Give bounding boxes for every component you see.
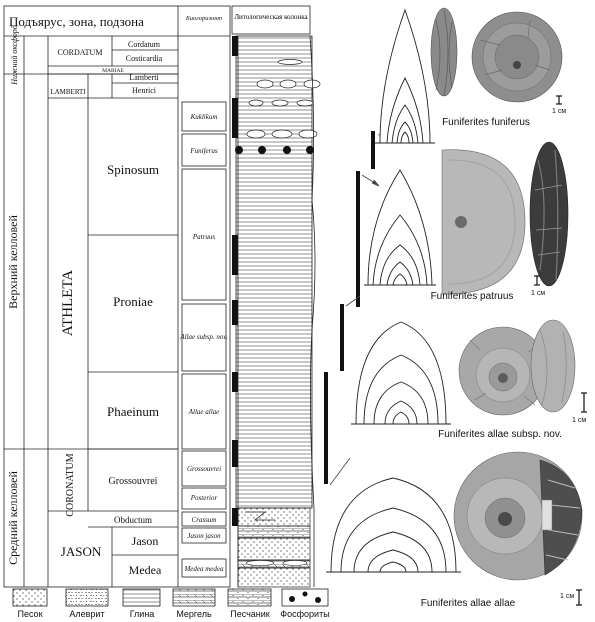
bio-jason-jason: Jason jason — [187, 532, 221, 540]
zone-cordatum: CORDATUM — [58, 48, 103, 57]
scale-label-allae-allae: 1 см — [560, 593, 574, 600]
whorl-section-allae-nov — [351, 322, 451, 424]
legend-clay: Глина — [130, 609, 155, 619]
range-bars — [324, 131, 375, 484]
legend-sand: Песок — [17, 609, 42, 619]
legend-marl: Мергель — [176, 609, 212, 619]
bio-crassum: Crassum — [192, 516, 217, 524]
subzone-costicardia: Costicardia — [126, 54, 163, 63]
legend-sandstone: Песчаник — [230, 609, 270, 619]
scale-label-patruus: 1 см — [531, 290, 545, 297]
specimen-patruus — [442, 142, 568, 294]
bio-medea-medea: Medea medea — [183, 565, 224, 573]
species-label-allae-nov: Funiferites allae subsp. nov. — [438, 429, 562, 440]
lithological-column: Литологическая колонка — [232, 6, 320, 587]
whorl-section-funiferus — [375, 10, 435, 143]
whorl-section-patruus — [364, 170, 436, 285]
subzone-henrici: Henrici — [132, 86, 157, 95]
zone-athleta: ATHLETA — [60, 270, 76, 336]
bio-allae-subsp-nov: Allae subsp. nov. — [179, 333, 228, 341]
subzone-medea: Medea — [129, 563, 162, 577]
subzone-spinosum: Spinosum — [107, 162, 159, 177]
bio-kuklikum: Kuklikum — [190, 113, 218, 121]
subzone-cordatum: Cordatum — [128, 40, 161, 49]
species-label-funiferus: Funiferites funiferus — [442, 117, 530, 128]
substage-upper-callovian: Верхний келловей — [6, 215, 20, 309]
bio-grossouvrei: Grossouvrei — [187, 465, 221, 473]
table-header-bio: Биогоризонт — [185, 15, 223, 22]
whorl-section-allae-allae — [326, 478, 461, 572]
bio-patruus: Patruus — [192, 233, 215, 241]
species-label-patruus: Funiferites patruus — [431, 291, 514, 302]
legend — [13, 589, 328, 606]
specimen-funiferus — [431, 8, 562, 102]
scale-label-funiferus: 1 см — [552, 108, 566, 115]
subzone-proniae: Proniae — [113, 294, 153, 309]
lith-header: Литологическая колонка — [234, 13, 308, 21]
scale-label-allae-nov: 1 см — [572, 417, 586, 424]
substage-middle-callovian: Средний келловей — [6, 471, 20, 565]
subzone-obductum: Obductum — [114, 515, 152, 525]
subzone-phaeinum: Phaeinum — [107, 404, 159, 419]
subzone-lamberti: Lamberti — [129, 73, 159, 82]
zone-coronatum: CORONATUM — [65, 453, 76, 516]
bio-posterior: Posterior — [190, 494, 218, 502]
specimen-allae-nov — [459, 320, 575, 415]
specimen-allae-allae — [454, 452, 582, 580]
subzone-grossouvrei: Grossouvrei — [109, 476, 158, 487]
substage-lower-oxford: Нижний оксфорд — [10, 25, 19, 86]
legend-silt: Алеврит — [69, 609, 104, 619]
legend-phosphorite: Фосфориты — [280, 609, 329, 619]
zone-lamberti: LAMBERTI — [50, 88, 86, 96]
bio-allae-allae: Allae allae — [188, 408, 220, 416]
bio-funiferus: Funiferus — [189, 147, 217, 155]
species-label-allae-allae: Funiferites allae allae — [421, 598, 516, 609]
table-header-main: Подъярус, зона, подзона — [9, 14, 144, 29]
zone-mariae: MARIAE — [102, 68, 124, 74]
subzone-jason: Jason — [132, 534, 159, 548]
range-arrows — [330, 129, 393, 485]
zone-jason: JASON — [61, 544, 102, 559]
